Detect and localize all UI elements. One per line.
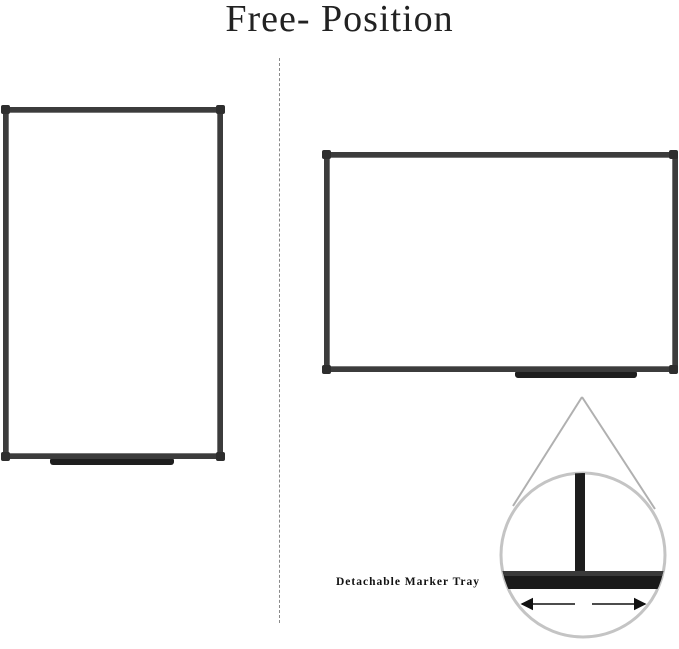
landscape-corner-bottom-left — [322, 365, 331, 374]
portrait-corner-top-right — [216, 105, 225, 114]
landscape-corner-top-right — [669, 150, 678, 159]
dashed-divider — [279, 58, 280, 623]
landscape-marker-tray — [515, 372, 637, 378]
portrait-whiteboard — [3, 107, 223, 459]
callout-line-right — [581, 396, 656, 510]
landscape-corner-top-left — [322, 150, 331, 159]
portrait-marker-tray — [50, 459, 174, 465]
marker-tray-label: Detachable Marker Tray — [336, 576, 481, 588]
zoom-board-frame-post — [575, 473, 585, 578]
landscape-whiteboard — [324, 152, 678, 372]
portrait-corner-top-left — [1, 105, 10, 114]
callout-line-left — [512, 396, 583, 507]
landscape-corner-bottom-right — [669, 365, 678, 374]
portrait-corner-bottom-left — [1, 452, 10, 461]
zoom-tray-lip — [501, 571, 665, 576]
portrait-corner-bottom-right — [216, 452, 225, 461]
page-title: Free- Position — [225, 0, 454, 40]
